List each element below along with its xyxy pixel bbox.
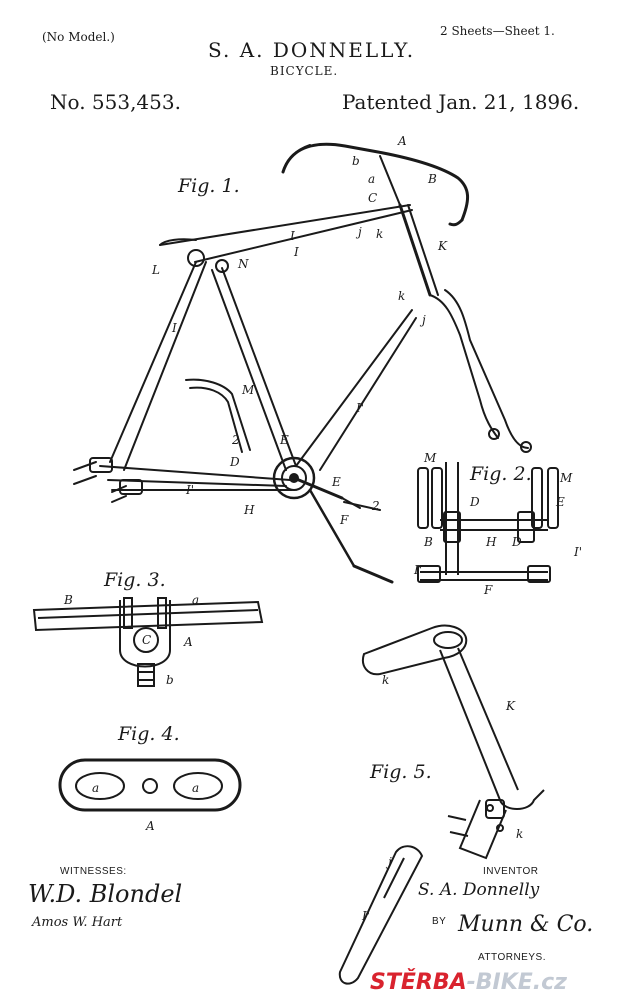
- label-A-fig3: A: [183, 635, 193, 649]
- fig5-stem-parts: [338, 624, 545, 985]
- label-N: N: [237, 257, 249, 271]
- label-2-right: 2: [371, 499, 380, 513]
- label-E: E: [279, 433, 289, 447]
- label-F-fig2: F: [483, 583, 493, 597]
- label-B-fig3: B: [63, 593, 73, 607]
- inventor-label: INVENTOR: [483, 866, 539, 877]
- attorneys-label: ATTORNEYS.: [478, 952, 546, 963]
- inventor-name: S. A. DONNELLY.: [208, 38, 416, 62]
- fig1-title: Fig. 1.: [177, 175, 240, 197]
- label-C-fig3: C: [142, 633, 151, 647]
- label-a-fig4-right: a: [192, 781, 199, 795]
- attorney-signature: Munn & Co.: [458, 912, 594, 937]
- fig2-labels: Fig. 2. M M D E B H D I' I' F: [413, 451, 582, 597]
- label-M-fig2-right: M: [559, 471, 573, 485]
- fig3-title: Fig. 3.: [103, 569, 166, 591]
- label-b: b: [352, 154, 360, 168]
- label-I-top: I: [289, 229, 295, 243]
- label-B: B: [427, 172, 437, 186]
- label-k-fig5: k: [382, 673, 389, 687]
- label-I-left: I: [171, 321, 177, 335]
- label-F: F: [339, 513, 349, 527]
- fig1-labels: Fig. 1. A b a B C j k I I K L N k j I M …: [151, 134, 448, 527]
- label-I-prime: I': [355, 401, 364, 415]
- by-label: BY: [432, 916, 447, 927]
- label-A-fig4: A: [145, 819, 155, 833]
- invention-title: BICYCLE.: [270, 64, 339, 78]
- label-K-fig5: K: [505, 699, 516, 713]
- watermark-domain: -BIKE.cz: [466, 970, 567, 995]
- label-E-right: E: [331, 475, 341, 489]
- no-model-note: (No Model.): [42, 30, 115, 44]
- witness-1-signature: W.D. Blondel: [28, 880, 183, 908]
- label-A: A: [397, 134, 407, 148]
- label-D-fig2-right: D: [511, 535, 522, 549]
- patent-number: No. 553,453.: [50, 90, 181, 114]
- label-D: D: [229, 455, 240, 469]
- label-M: M: [241, 383, 255, 397]
- fig5-labels: Fig. 5. k K k j I': [361, 673, 523, 923]
- label-E-fig2: E: [555, 495, 565, 509]
- label-D-fig2: D: [469, 495, 480, 509]
- label-2: 2: [231, 433, 240, 447]
- label-I-prime-fig2-left: I': [413, 563, 422, 577]
- label-I-prime-fig2: I': [573, 545, 582, 559]
- witness-2-signature: Amos W. Hart: [32, 915, 123, 930]
- fig4-labels: Fig. 4. a a A: [92, 723, 199, 833]
- fig2-title: Fig. 2.: [469, 463, 532, 485]
- sheet-count: 2 Sheets—Sheet 1.: [440, 24, 555, 38]
- fig4-plate: [58, 758, 242, 812]
- site-watermark: STĚRBA-BIKE.cz: [370, 970, 567, 995]
- label-K: K: [437, 239, 448, 253]
- fig2-crank-bracket: [417, 462, 559, 583]
- label-k: k: [376, 227, 383, 241]
- label-k-lower: k: [398, 289, 405, 303]
- patent-date: Patented Jan. 21, 1896.: [342, 90, 580, 114]
- label-a: a: [368, 172, 375, 186]
- label-M-fig2: M: [423, 451, 437, 465]
- fig3-clamp: [32, 597, 264, 687]
- label-j: j: [355, 225, 362, 239]
- label-I: I: [293, 245, 299, 259]
- fig1-bicycle-frame: [73, 142, 532, 584]
- fig5-title: Fig. 5.: [369, 761, 432, 783]
- fig4-title: Fig. 4.: [117, 723, 180, 745]
- fig3-labels: Fig. 3. B a C A b: [63, 569, 199, 687]
- label-I-prime-fig5: I': [361, 909, 370, 923]
- watermark-brand: STĚRBA: [370, 970, 467, 995]
- label-H: H: [243, 503, 255, 517]
- label-j-lower: j: [419, 313, 426, 327]
- label-B-fig2: B: [423, 535, 433, 549]
- label-b-fig3: b: [166, 673, 174, 687]
- label-k-fig5-lower: k: [516, 827, 523, 841]
- label-j-fig5: j: [385, 855, 392, 869]
- label-a-fig3: a: [192, 593, 199, 607]
- witnesses-label: WITNESSES:: [60, 866, 127, 877]
- inventor-signature: S. A. Donnelly: [418, 880, 540, 900]
- label-C: C: [368, 191, 377, 205]
- label-a-fig4-left: a: [92, 781, 99, 795]
- label-H-fig2: H: [485, 535, 497, 549]
- label-L: L: [151, 263, 160, 277]
- label-I-prime-rear: I': [185, 483, 194, 497]
